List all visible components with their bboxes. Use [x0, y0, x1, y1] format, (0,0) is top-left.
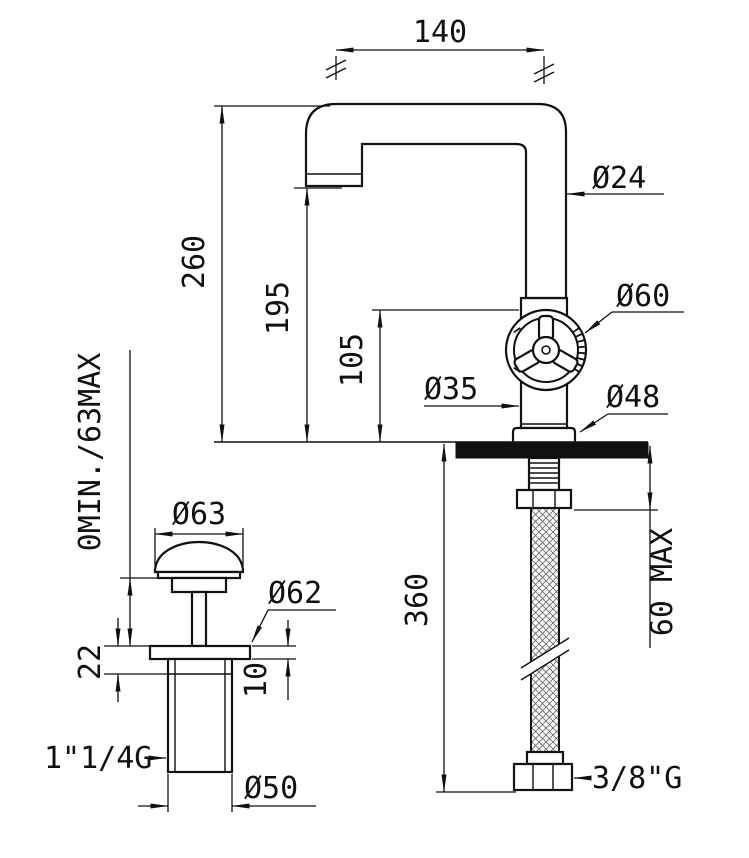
dim-adjust-label: 0MIN./63MAX	[73, 353, 108, 552]
mounting-shank	[515, 456, 573, 510]
supply-hose	[512, 507, 574, 792]
drain-body	[166, 657, 234, 774]
drain-stem	[190, 590, 208, 648]
dim-105: 105	[335, 309, 519, 443]
dim-60max-label: 60 MAX	[645, 528, 680, 636]
dim-60max: 60 MAX	[574, 445, 680, 648]
dim-dia24: Ø24	[566, 161, 664, 197]
dim-140: 140	[325, 15, 555, 84]
dim-thread-hose: 3/8"G	[573, 761, 682, 796]
dim-10-label: 10	[239, 662, 274, 698]
thread-hose-label: 3/8"G	[592, 761, 682, 796]
dim-dia63: Ø63	[154, 497, 244, 566]
dim-140-label: 140	[413, 15, 467, 50]
dim-dia50: Ø50	[138, 771, 316, 812]
base-flange	[511, 426, 577, 445]
dim-22-label: 22	[73, 644, 108, 680]
hose-collar	[525, 750, 565, 766]
spout	[304, 102, 568, 300]
handle-wheel	[504, 308, 588, 392]
wheel-hub-dot	[541, 345, 551, 355]
dia35-label: Ø35	[424, 372, 478, 407]
drain-neck	[170, 576, 228, 594]
dim-adjust: 0MIN./63MAX	[73, 350, 160, 647]
dia50-label: Ø50	[244, 771, 298, 806]
wheel-hub	[531, 335, 561, 365]
mounting-nut	[515, 488, 573, 510]
drain-flange	[148, 644, 252, 661]
hose-nut	[512, 762, 574, 792]
drain-cap	[153, 540, 245, 574]
dim-dia60: Ø60	[584, 279, 684, 334]
hose-break	[521, 638, 569, 680]
dim-260: 260	[177, 105, 330, 443]
dim-195: 195	[261, 187, 342, 443]
dim-thread-drain: 1"1/4G	[44, 741, 167, 776]
dia60-label: Ø60	[616, 279, 670, 314]
dia48-label: Ø48	[606, 380, 660, 415]
dia62-label: Ø62	[268, 576, 322, 611]
dim-360: 360	[400, 443, 516, 793]
dim-dia48: Ø48	[579, 380, 668, 433]
dim-360-label: 360	[400, 573, 435, 627]
deck-cross-section	[455, 442, 649, 459]
dim-dia35: Ø35	[424, 372, 520, 409]
dim-10: 10	[239, 620, 296, 700]
spout-outline	[304, 102, 568, 300]
dia63-label: Ø63	[172, 497, 226, 532]
dim-dia62: Ø62	[251, 576, 336, 643]
dim-195-label: 195	[261, 281, 296, 335]
dim-22: 22	[73, 618, 170, 702]
braided-hose	[530, 507, 560, 755]
countertop-section	[214, 441, 649, 459]
dim-260-label: 260	[177, 235, 212, 289]
dim-105-label: 105	[335, 333, 370, 387]
popup-drain	[148, 540, 252, 774]
dia24-label: Ø24	[592, 161, 646, 196]
thread-drain-label: 1"1/4G	[44, 741, 152, 776]
